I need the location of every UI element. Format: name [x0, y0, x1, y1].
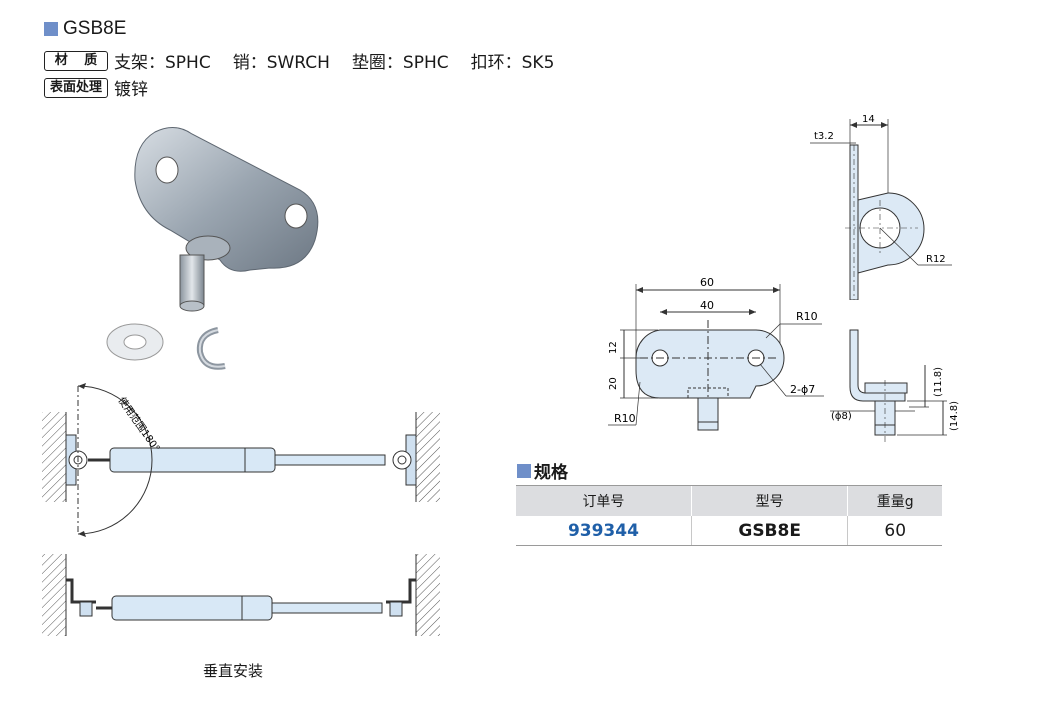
installation-diagram-vertical	[42, 554, 440, 636]
dim-40: 40	[700, 299, 714, 312]
holes-label: 2-ϕ7	[790, 383, 815, 396]
dim-20: 20	[608, 377, 619, 390]
spec-heading: 规格	[517, 458, 568, 483]
side-view-drawing: 14 t3.2 R12	[810, 114, 952, 300]
surface-tag: 表面处理	[44, 77, 109, 98]
material-washer: 垫圈：SPHC	[351, 53, 449, 73]
model-cell: GSB8E	[690, 516, 848, 546]
title-square-icon	[44, 22, 58, 36]
product-photo	[106, 127, 319, 370]
spec-square-icon	[517, 463, 531, 478]
r10-bottom-label: R10	[614, 412, 636, 425]
dim-12: 12	[608, 341, 619, 354]
dim-60: 60	[700, 276, 714, 289]
dim-148-label: (14.8)	[949, 401, 960, 431]
dim-118-label: (11.8)	[933, 367, 944, 397]
material-pin: 销：SWRCH	[232, 53, 330, 73]
material-bracket: 支架：SPHC	[114, 53, 211, 73]
spec-table: 订单号 型号 重量g 939344 GSB8E 60	[516, 485, 942, 546]
header-model: 型号	[690, 485, 848, 516]
material-tag: 材 质	[44, 50, 108, 71]
weight-cell: 60	[847, 516, 942, 546]
surface-value: 镀锌	[114, 80, 149, 100]
material-ring: 扣环：SK5	[470, 53, 555, 73]
surface-row: 表面处理 镀锌	[44, 75, 148, 100]
table-row: 939344 GSB8E 60	[516, 516, 942, 546]
product-code: GSB8E	[63, 18, 127, 39]
installation-caption: 垂直安装	[203, 662, 264, 680]
front-view-drawing: 60 40 12 20 R10 R10 2-ϕ7	[608, 276, 824, 431]
r10-top-label: R10	[796, 310, 818, 323]
pin-profile-drawing: (ϕ8) (11.8) (14.8)	[830, 329, 960, 443]
order-number-cell[interactable]: 939344	[516, 516, 692, 546]
spec-header-row: 订单号 型号 重量g	[516, 485, 942, 516]
header-order-number: 订单号	[516, 485, 692, 516]
material-row: 材 质 支架：SPHC 销：SWRCH 垫圈：SPHC 扣环：SK5	[44, 48, 554, 73]
usage-range-label: 使用范围180°	[116, 394, 163, 454]
installation-diagram-swing: 使用范围180°	[42, 383, 440, 537]
dim-14: 14	[862, 114, 875, 125]
header-weight: 重量g	[847, 485, 942, 516]
t32-label: t3.2	[814, 131, 834, 142]
phi8-label: (ϕ8)	[831, 411, 852, 422]
product-title: GSB8E	[44, 18, 126, 40]
r12-label: R12	[926, 254, 946, 265]
spec-title: 规格	[534, 463, 568, 483]
